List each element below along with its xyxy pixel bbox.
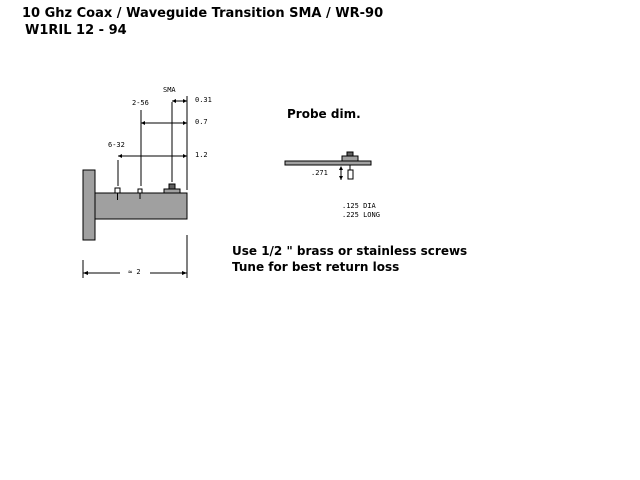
- probe-drawing: [284, 151, 372, 180]
- probe-title: Probe dim.: [287, 107, 361, 121]
- dim-12-label: 1.2: [195, 151, 208, 159]
- sma-label: SMA: [163, 86, 176, 94]
- screw-632-icon: [114, 187, 121, 200]
- page-subtitle: W1RIL 12 - 94: [25, 23, 127, 38]
- screw-632-label: 6-32: [108, 141, 125, 149]
- dim-031-label: 0.31: [195, 96, 212, 104]
- waveguide-body: [94, 192, 188, 220]
- dim-approx2-label: ≈ 2: [128, 268, 141, 276]
- screw-256-label: 2-56: [132, 99, 149, 107]
- page-title: 10 Ghz Coax / Waveguide Transition SMA /…: [22, 6, 384, 21]
- dim-07-label: 0.7: [195, 118, 208, 126]
- probe-dim-271-label: .271: [311, 169, 328, 177]
- note-tuning: Tune for best return loss: [232, 260, 400, 274]
- waveguide-flange: [82, 169, 96, 241]
- screw-256-icon: [137, 188, 143, 199]
- probe-diameter-label: .125 DIA: [342, 202, 376, 210]
- note-screws: Use 1/2 " brass or stainless screws: [232, 244, 468, 258]
- sma-connector-icon: [163, 183, 181, 194]
- probe-length-label: .225 LONG: [342, 211, 380, 219]
